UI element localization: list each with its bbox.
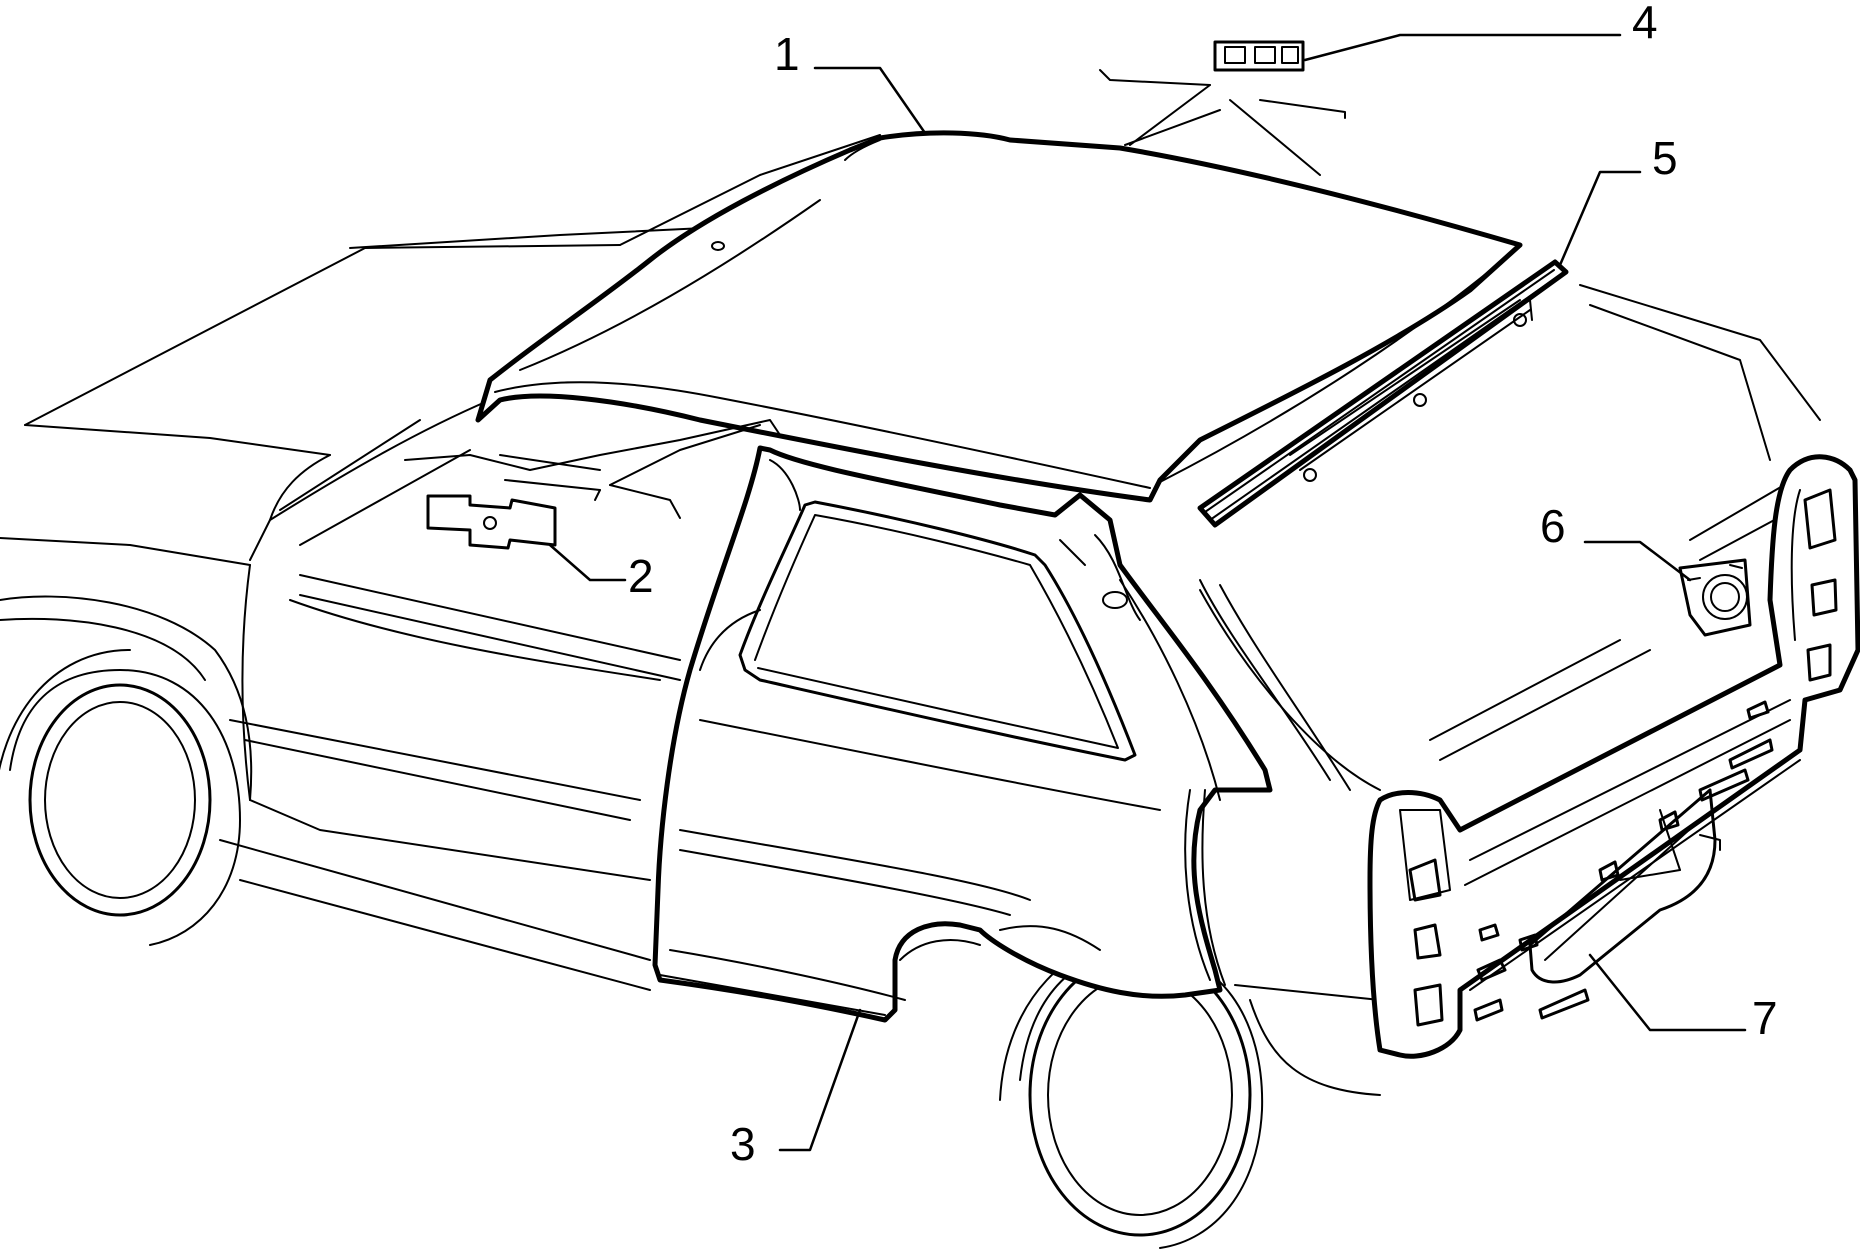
callout-number-4: 4 <box>1632 0 1658 48</box>
callout-number-5: 5 <box>1652 132 1678 184</box>
roof-panel <box>475 130 1523 503</box>
side-panel <box>652 445 1273 1023</box>
callout-number-7: 7 <box>1752 992 1778 1044</box>
rear-plate <box>1678 558 1752 637</box>
car-body-outline <box>0 134 1831 1249</box>
callout-1: 1 <box>774 28 927 135</box>
callout-number-2: 2 <box>628 550 654 602</box>
callout-6: 6 <box>1540 500 1692 582</box>
callout-number-6: 6 <box>1540 500 1566 552</box>
callout-4: 4 <box>1303 0 1658 62</box>
callout-3: 3 <box>730 1008 862 1170</box>
callout-number-1: 1 <box>774 28 800 80</box>
callout-7: 7 <box>1588 953 1778 1044</box>
callout-number-3: 3 <box>730 1118 756 1170</box>
callout-2: 2 <box>548 543 654 602</box>
callout-5: 5 <box>1558 132 1678 267</box>
roof-bracket <box>1099 40 1346 176</box>
rear-roof-crossmember <box>1197 259 1569 528</box>
small-bracket <box>404 419 781 550</box>
rear-panel <box>1367 454 1860 1059</box>
front-wheel <box>28 683 212 917</box>
